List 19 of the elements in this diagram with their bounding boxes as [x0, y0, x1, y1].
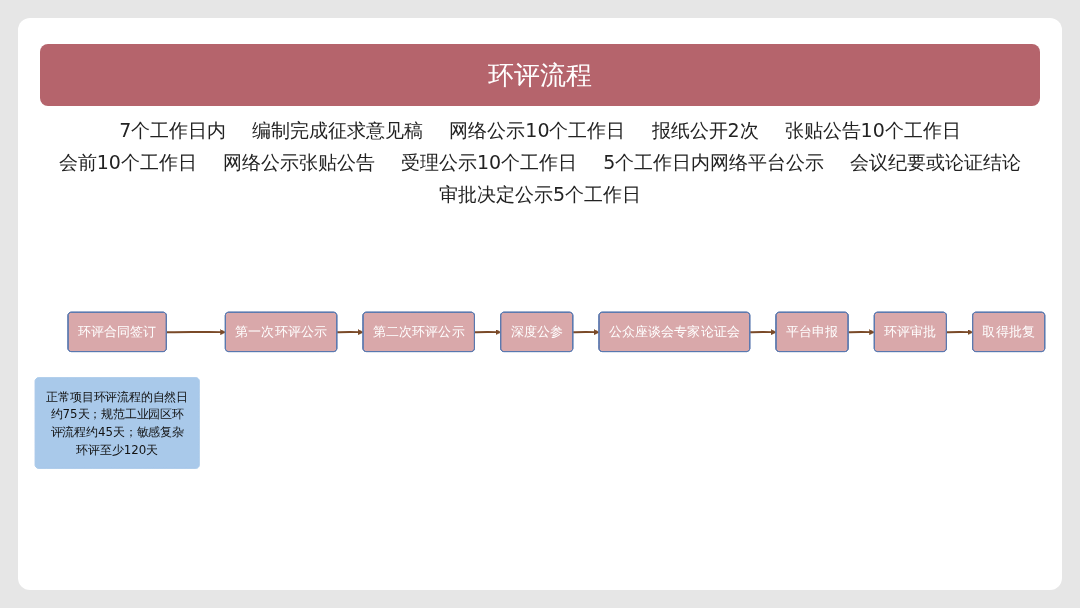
note-text: 7个工作日内 [119, 118, 227, 143]
note-text: 网络公示10个工作日 [449, 118, 626, 143]
note-text: 审批决定公示5个工作日 [438, 182, 642, 207]
note-text: 会议纪要或论证结论 [850, 150, 1022, 175]
note-text: 会前10个工作日 [58, 150, 197, 175]
arrow [473, 329, 502, 335]
note-text: 编制完成征求意见稿 [252, 118, 424, 143]
note-text: 5个工作日内网络平台公示 [603, 150, 825, 175]
arrow [945, 329, 974, 335]
note-text: 受理公示10个工作日 [400, 150, 578, 175]
note-text: 报纸公开2次 [651, 118, 759, 143]
arrow [336, 329, 364, 335]
arrow [572, 329, 600, 335]
note-text: 网络公示张贴公告 [222, 150, 375, 175]
arrow [847, 329, 875, 335]
arrow [165, 329, 226, 335]
note-text: 张贴公告10个工作日 [784, 118, 961, 143]
title-banner: 环评流程 [40, 44, 1040, 106]
arrow [749, 329, 777, 335]
